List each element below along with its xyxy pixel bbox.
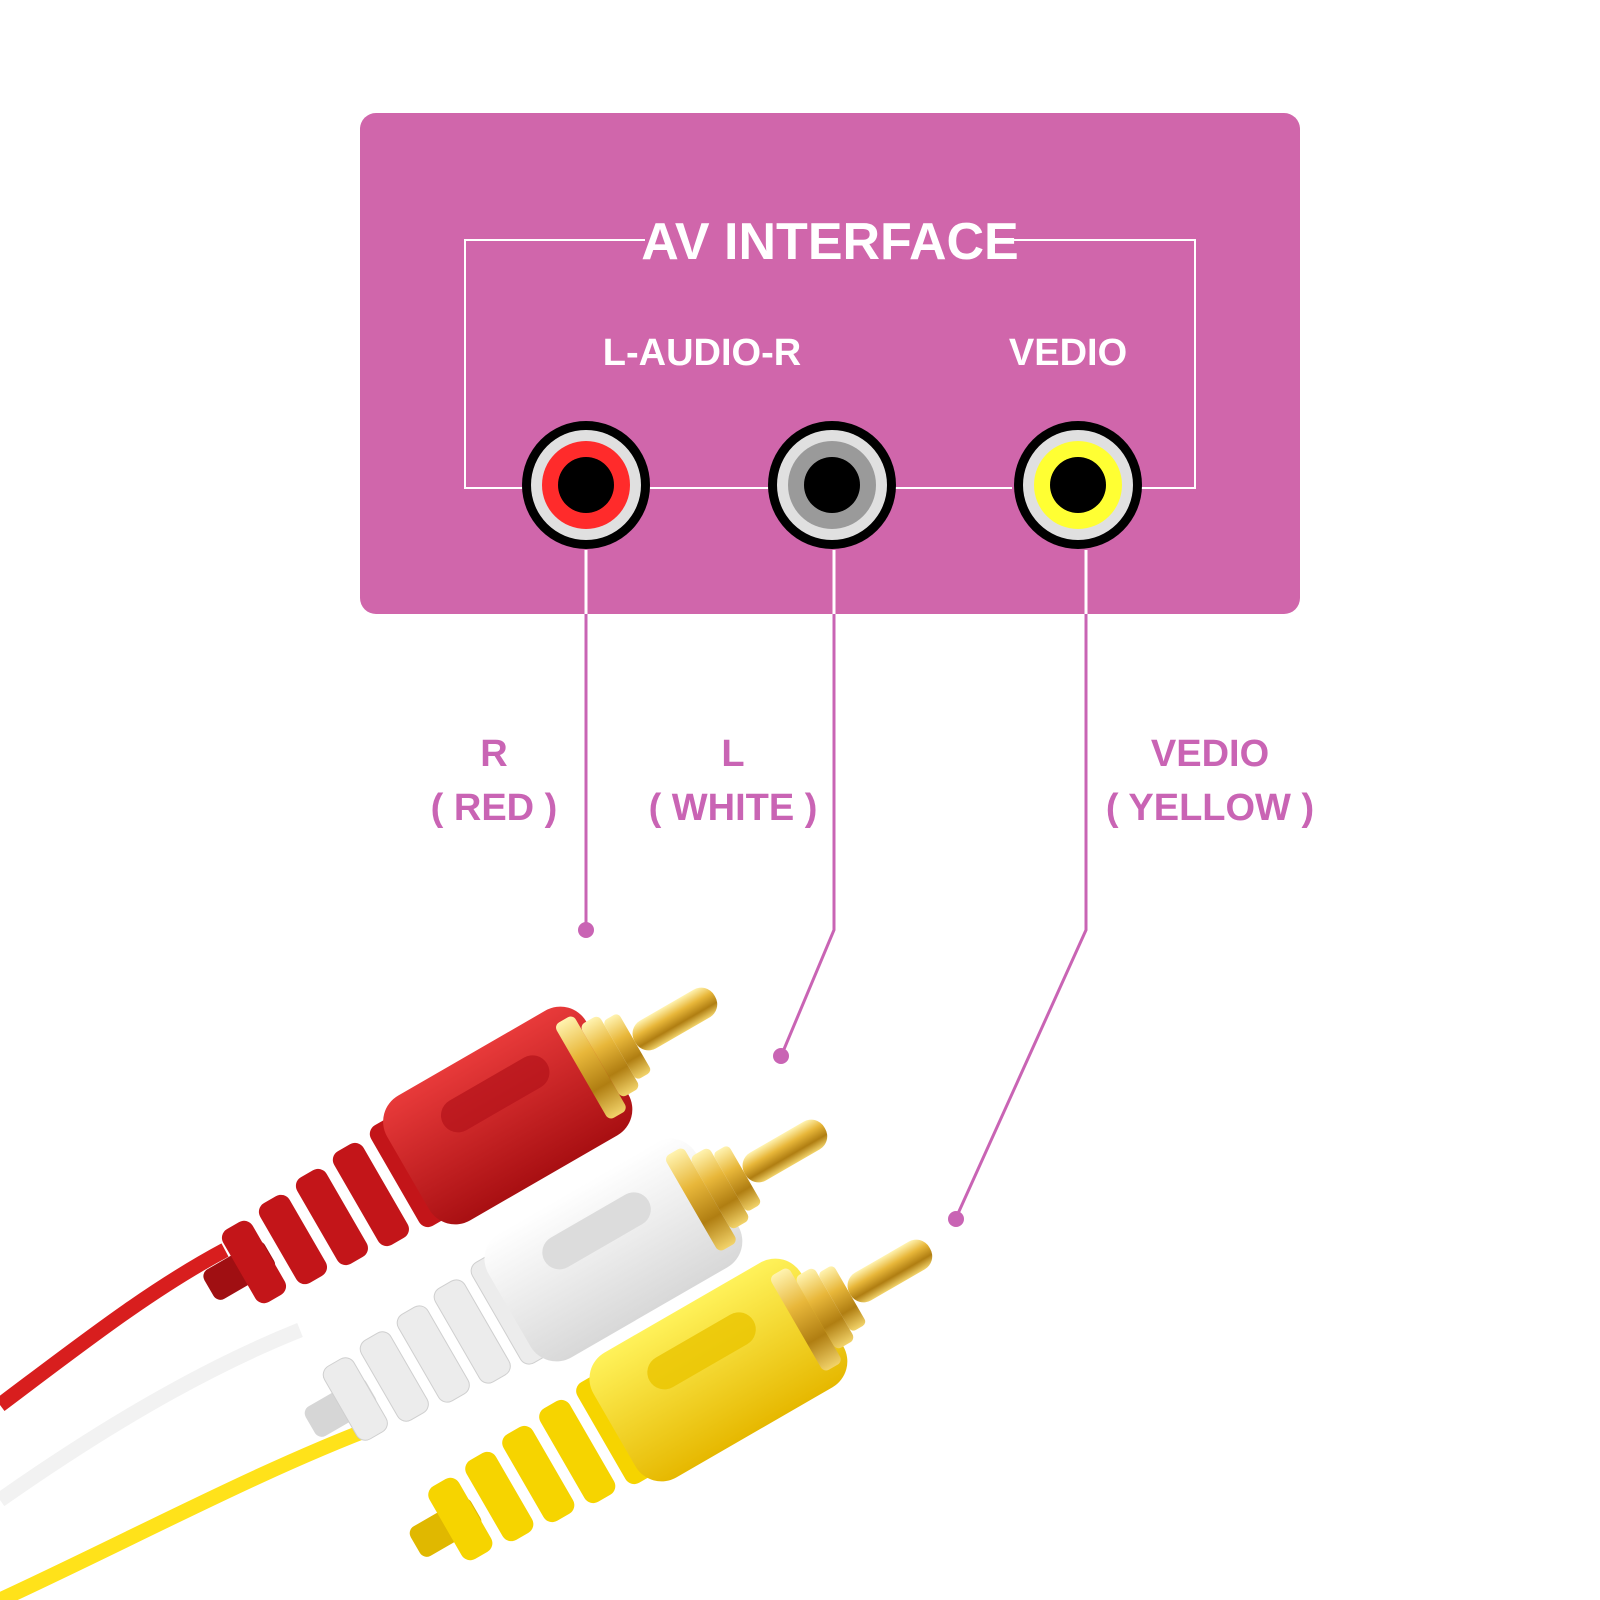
callout-yellow-name: VEDIO [1151, 733, 1269, 775]
callout-white-name: L [721, 733, 744, 775]
video-label: VEDIO [1009, 332, 1127, 374]
callout-yellow-color: ( YELLOW ) [1106, 787, 1314, 829]
callout-red-color: ( RED ) [431, 787, 558, 829]
plug-red [203, 987, 718, 1304]
jack-white [768, 421, 896, 549]
jack-yellow [1014, 421, 1142, 549]
plug-yellow [409, 1239, 933, 1561]
leader-lines [584, 550, 1088, 614]
cable-yellow [0, 1417, 383, 1600]
cable-red [0, 1243, 229, 1411]
callout-red-name: R [480, 733, 507, 775]
panel-frame [464, 239, 1196, 489]
callout-dot-red [578, 922, 594, 938]
callout-white-color: ( WHITE ) [649, 787, 818, 829]
audio-label: L-AUDIO-R [603, 332, 801, 374]
callout-dot-yellow [948, 1211, 964, 1227]
callout-lines [584, 614, 1088, 1219]
plug-white [304, 1119, 828, 1441]
panel-title: AV INTERFACE [641, 213, 1019, 271]
cable-white [0, 1323, 303, 1507]
callout-dot-white [773, 1048, 789, 1064]
jack-red [522, 421, 650, 549]
